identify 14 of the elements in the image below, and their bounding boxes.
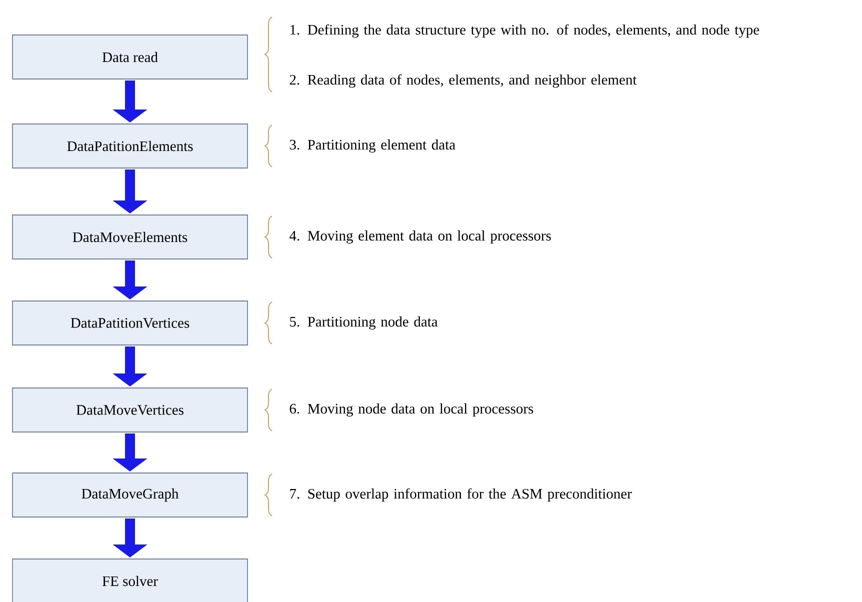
step-description: 1. Defining the data structure type with no. of nodes, elements, and node type	[290, 24, 760, 38]
process-box: DataMoveGraph	[12, 472, 248, 518]
step-description: 6. Moving node data on local processors	[290, 403, 534, 417]
process-box: Data read	[12, 34, 248, 80]
step-description: 4. Moving element data on local processors	[290, 230, 551, 244]
process-box: DataMoveElements	[12, 214, 248, 260]
step-description: 3. Partitioning element data	[290, 139, 456, 153]
step-description: 5. Partitioning node data	[290, 316, 438, 330]
process-box: FE solver	[12, 558, 248, 602]
step-description: 7. Setup overlap information for the ASM preconditioner	[290, 488, 632, 502]
process-box: DataPatitionVertices	[12, 300, 248, 346]
process-box: DataMoveVertices	[12, 388, 248, 432]
step-description: 2. Reading data of nodes, elements, and neighbor element	[290, 74, 637, 88]
process-box: DataPatitionElements	[12, 124, 248, 168]
